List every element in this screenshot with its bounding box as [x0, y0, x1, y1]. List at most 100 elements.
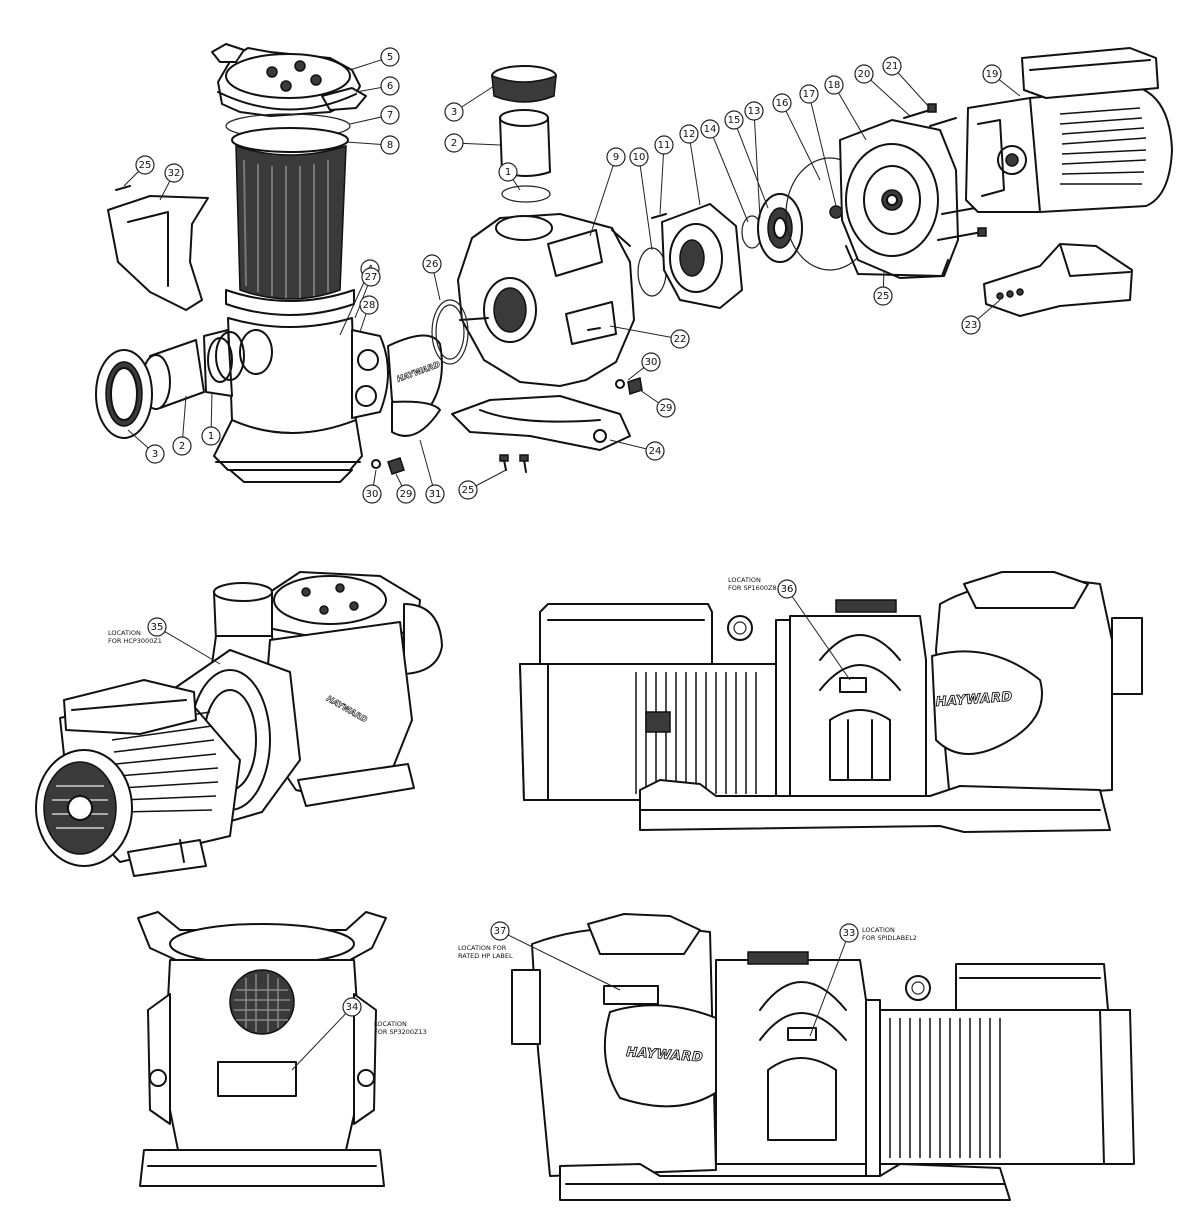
callout-number: 1: [208, 431, 214, 442]
callout-30: 30: [362, 484, 382, 504]
callout-number: 27: [365, 272, 378, 283]
note-sp3200-line2: FOR SP3200Z13: [374, 1028, 427, 1036]
callout-19: 19: [982, 64, 1002, 84]
callout-14: 14: [700, 119, 720, 139]
exploded-view: HAYWARD: [95, 43, 1173, 483]
leader-line: [709, 128, 749, 223]
callout-circle: [744, 101, 764, 121]
callout-number: 2: [179, 441, 185, 452]
housing-o-ring: [431, 299, 469, 365]
leader-line: [499, 930, 621, 991]
label-notes: LOCATION FOR HCP3000Z1 LOCATION FOR SP16…: [108, 576, 917, 1036]
note-hp-line2: RATED HP LABEL: [458, 952, 513, 960]
note-spid-line2: FOR SPIDLABEL2: [862, 934, 917, 942]
callout-circle: [641, 352, 661, 372]
leader-line: [659, 144, 665, 215]
callout-number: 9: [613, 152, 619, 163]
callout-2: 2: [444, 133, 464, 153]
motor: [965, 47, 1173, 213]
callout-circle: [380, 76, 400, 96]
leader-line: [688, 133, 701, 206]
callout-13: 13: [744, 101, 764, 121]
callout-number: 14: [704, 124, 717, 135]
callout-number: 36: [781, 584, 794, 595]
callout-number: 6: [387, 81, 393, 92]
callout-number: 19: [986, 69, 999, 80]
callout-circle: [444, 102, 464, 122]
callout-35: 35: [147, 617, 167, 637]
callout-1: 1: [498, 162, 518, 182]
callout-24: 24: [645, 441, 665, 461]
note-sp1600-line1: LOCATION: [728, 576, 761, 584]
callout-2: 2: [172, 436, 192, 456]
callout-circle: [490, 921, 510, 941]
callout-28: 28: [359, 295, 379, 315]
callout-25: 25: [458, 480, 478, 500]
callout-circle: [645, 441, 665, 461]
callout-circle: [724, 110, 744, 130]
note-hp-line1: LOCATION FOR: [458, 944, 507, 952]
leader-line: [786, 588, 851, 681]
note-spid-line1: LOCATION: [862, 926, 895, 934]
leader-line: [638, 156, 653, 251]
note-sp3200-line1: LOCATION: [374, 1020, 407, 1028]
callout-number: 3: [451, 107, 457, 118]
outlet-union: [491, 65, 557, 203]
callout-1: 1: [201, 426, 221, 446]
callout-circle: [961, 315, 981, 335]
inlet-union: [95, 331, 245, 439]
callout-33: 33: [839, 923, 859, 943]
front-view: [137, 911, 387, 1187]
drain-plugs-left: [371, 457, 405, 475]
callout-circle: [359, 295, 379, 315]
callout-26: 26: [422, 254, 442, 274]
motor-bolts: [903, 103, 987, 241]
housing-screws: [499, 454, 529, 473]
callout-circle: [882, 56, 902, 76]
callout-8: 8: [380, 135, 400, 155]
callout-34: 34: [342, 997, 362, 1017]
callout-number: 2: [451, 138, 457, 149]
side-view: HAYWARD: [519, 571, 1143, 833]
callout-15: 15: [724, 110, 744, 130]
callout-circle: [854, 64, 874, 84]
housing-screw-22: [587, 327, 601, 331]
callout-number: 12: [683, 129, 696, 140]
callout-number: 25: [877, 291, 890, 302]
callout-number: 31: [429, 489, 442, 500]
seal-plate: [839, 119, 959, 279]
callout-circle: [839, 923, 859, 943]
strainer-housing: [203, 317, 389, 483]
callout-number: 10: [633, 152, 646, 163]
leader-line: [781, 102, 821, 181]
callout-circle: [342, 997, 362, 1017]
callout-29: 29: [396, 484, 416, 504]
callout-circle: [201, 426, 221, 446]
motor-support: [983, 243, 1133, 317]
impeller: [741, 193, 803, 263]
base-24: [451, 395, 631, 451]
callout-25: 25: [135, 155, 155, 175]
callout-number: 15: [728, 115, 741, 126]
callout-5: 5: [380, 47, 400, 67]
callout-circle: [135, 155, 155, 175]
callout-number: 16: [776, 98, 789, 109]
callout-37: 37: [490, 921, 510, 941]
leader-lines: [123, 56, 1021, 1071]
callout-number: 1: [505, 167, 511, 178]
callout-circle: [777, 579, 797, 599]
leader-line: [589, 156, 617, 237]
callout-number: 29: [400, 489, 413, 500]
callout-number: 24: [649, 446, 662, 457]
callout-circle: [679, 124, 699, 144]
leader-line: [733, 119, 769, 209]
callout-7: 7: [380, 105, 400, 125]
callout-number: 33: [843, 928, 856, 939]
strainer-basket: [225, 127, 355, 316]
callout-32: 32: [164, 163, 184, 183]
callout-circle: [380, 135, 400, 155]
callout-number: 21: [886, 61, 899, 72]
callout-circle: [380, 47, 400, 67]
